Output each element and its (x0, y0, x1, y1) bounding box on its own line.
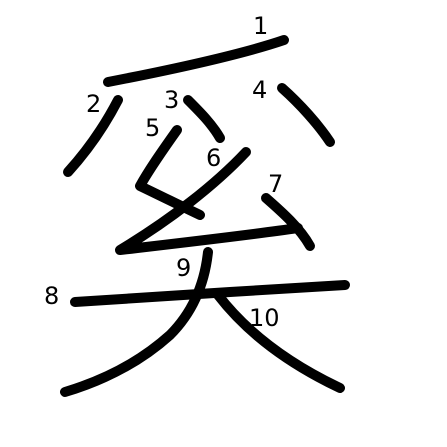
stroke-7 (261, 193, 315, 251)
stroke-number-8: 8 (44, 282, 59, 310)
stroke-6 (115, 147, 303, 255)
stroke-number-4: 4 (252, 76, 267, 104)
stroke-number-3: 3 (164, 86, 179, 114)
stroke-2 (63, 95, 123, 177)
stroke-4 (277, 83, 335, 147)
strokes (60, 35, 350, 397)
stroke-number-2: 2 (86, 90, 101, 118)
stroke-numbers: 1 2 3 4 5 6 7 8 9 10 (44, 12, 283, 332)
stroke-number-5: 5 (145, 114, 160, 142)
stroke-1 (103, 35, 289, 87)
stroke-number-1: 1 (253, 12, 268, 40)
stroke-number-7: 7 (268, 170, 283, 198)
stroke-number-9: 9 (176, 254, 191, 282)
stroke-3 (183, 95, 225, 143)
stroke-8 (70, 280, 350, 307)
stroke-9 (60, 247, 213, 397)
stroke-number-10: 10 (249, 304, 280, 332)
stroke-10 (213, 290, 345, 393)
stroke-number-6: 6 (206, 144, 221, 172)
